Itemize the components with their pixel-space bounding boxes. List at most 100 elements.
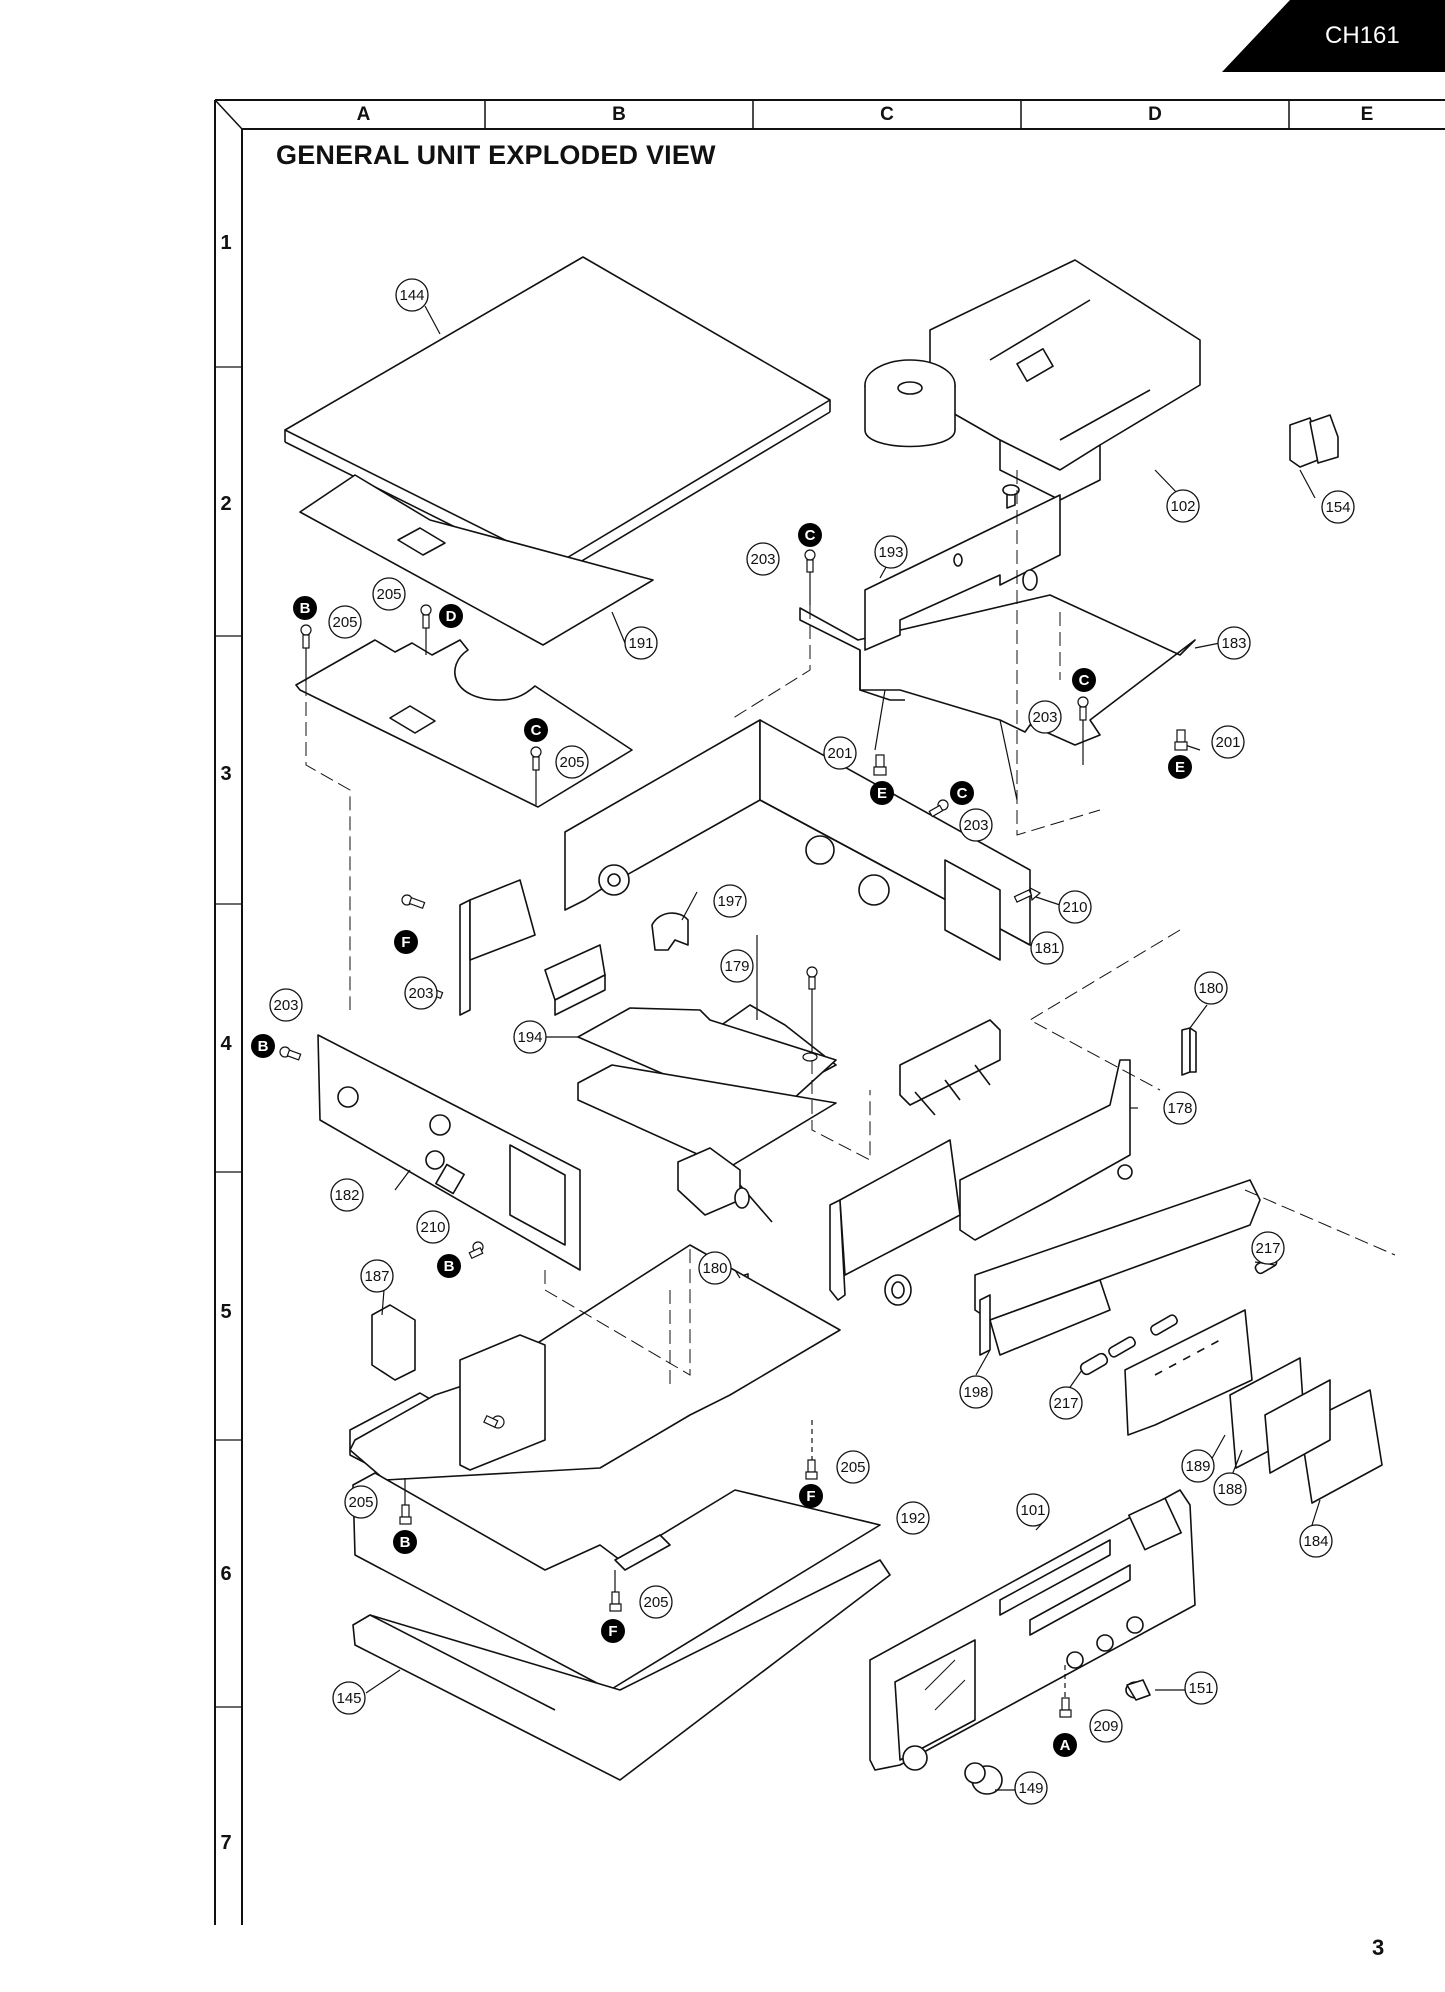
callout-217-a: 217 [1251,1231,1285,1265]
svg-text:C: C [531,722,542,739]
svg-text:193: 193 [878,544,903,561]
callout-181: 181 [1030,931,1064,965]
part-101-front-panel [869,1489,1196,1771]
callout-179: 179 [720,949,754,983]
svg-text:180: 180 [702,1260,727,1277]
svg-text:183: 183 [1221,635,1246,652]
marker-f: F [394,930,418,954]
callout-205-b: 205 [372,577,406,611]
callout-101: 101 [1016,1493,1050,1527]
part-102-cassette-mechanism [864,259,1201,509]
row-header-6: 6 [220,1563,232,1585]
part-149-knob [964,1762,1003,1795]
callout-149: 149 [1014,1771,1048,1805]
model-tab-label: CH161 [1325,22,1400,49]
callout-188: 188 [1213,1472,1247,1506]
marker-d: D [439,604,463,628]
screw-205-f-bottom [609,1570,622,1612]
svg-text:180: 180 [1198,980,1223,997]
svg-text:203: 203 [963,817,988,834]
marker-e: E [870,781,894,805]
part-switch-block [899,1019,1001,1116]
screw-187-heatsink [483,1414,505,1429]
svg-text:210: 210 [420,1219,445,1236]
screw-205-d [420,604,432,655]
screw-201-e-right [1174,729,1188,751]
screw-pcb-stack [802,966,818,1062]
svg-text:F: F [401,934,410,951]
callout-193: 193 [874,535,908,569]
callout-145: 145 [332,1681,366,1715]
part-189-reflector [1124,1309,1253,1436]
callout-210-a: 210 [1058,890,1092,924]
svg-text:101: 101 [1020,1502,1045,1519]
svg-text:179: 179 [724,958,749,975]
part-198-holder [974,1179,1261,1356]
screw-203-b [279,1046,302,1061]
row-header-2: 2 [220,493,232,515]
column-header-b: B [612,104,626,125]
svg-text:201: 201 [1215,734,1240,751]
svg-text:149: 149 [1018,1780,1043,1797]
callout-192: 192 [896,1501,930,1535]
part-191-lower-board [295,639,633,808]
svg-text:217: 217 [1053,1395,1078,1412]
screw-210-right [1013,886,1042,903]
svg-text:102: 102 [1170,498,1195,515]
svg-text:205: 205 [348,1494,373,1511]
column-header-a: A [356,104,371,125]
leader-lines [365,305,1321,1791]
column-header-e: E [1360,104,1374,125]
callout-184: 184 [1299,1524,1333,1558]
screw-205-c [530,746,542,805]
svg-text:151: 151 [1188,1680,1213,1697]
svg-text:184: 184 [1303,1533,1328,1550]
svg-text:B: B [258,1038,269,1055]
callout-203-a: 203 [746,542,780,576]
part-chassis-frame [564,719,1031,961]
svg-text:145: 145 [336,1690,361,1707]
svg-text:198: 198 [963,1384,988,1401]
svg-text:205: 205 [376,586,401,603]
part-180-spacer [1181,1027,1197,1076]
svg-text:F: F [806,1488,815,1505]
marker-c: C [1072,668,1096,692]
screw-210-b [468,1241,484,1260]
row-header-3: 3 [220,763,232,785]
callout-197: 197 [713,884,747,918]
callout-210-b: 210 [416,1210,450,1244]
svg-text:209: 209 [1093,1718,1118,1735]
part-191-pcb [299,474,654,646]
callout-203-b: 203 [1028,700,1062,734]
svg-text:B: B [400,1534,411,1551]
screw-201-e-left [873,754,887,776]
svg-text:F: F [608,1623,617,1640]
part-179-194-pcbs [577,1004,837,1223]
svg-text:E: E [1175,759,1185,776]
marker-b: B [251,1034,275,1058]
svg-text:194: 194 [517,1029,542,1046]
row-header-7: 7 [220,1832,232,1854]
svg-text:178: 178 [1167,1100,1192,1117]
svg-text:205: 205 [559,754,584,771]
part-151-knob [1125,1679,1151,1701]
svg-text:B: B [444,1258,455,1275]
svg-text:182: 182 [334,1187,359,1204]
callout-205-f: 205 [639,1585,673,1619]
svg-text:188: 188 [1217,1481,1242,1498]
screw-unlabeled-top [401,894,426,909]
callouts: 144 102 154 191 193 203 205 205 205 183 … [269,278,1355,1805]
svg-text:D: D [446,608,457,625]
callout-154: 154 [1321,490,1355,524]
page-title: GENERAL UNIT EXPLODED VIEW [276,140,716,170]
svg-text:192: 192 [900,1510,925,1527]
row-header-1: 1 [220,232,232,254]
callout-182: 182 [330,1178,364,1212]
marker-c: C [524,718,548,742]
screws [279,549,1188,1718]
svg-text:B: B [300,600,311,617]
part-197-lever [651,912,689,951]
svg-text:197: 197 [717,893,742,910]
callout-203-d: 203 [404,976,438,1010]
